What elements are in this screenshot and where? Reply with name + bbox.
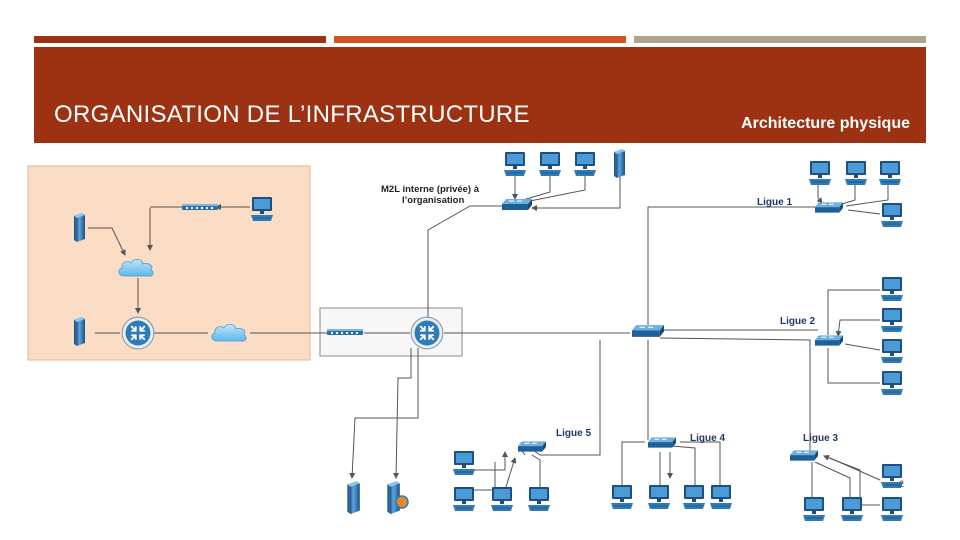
computer-icon (808, 160, 832, 186)
computer-icon (682, 484, 706, 510)
accent-stripe-3 (634, 36, 926, 43)
computer-icon (880, 338, 904, 364)
computer-icon (880, 307, 904, 333)
computer-icon (452, 450, 476, 476)
accent-stripe-2 (334, 36, 626, 43)
m2l-label-line2: l’organisation (402, 195, 464, 206)
router-icon (121, 316, 155, 350)
computer-icon (840, 496, 864, 522)
ligue-3-label: Ligue 3 (803, 433, 838, 444)
external-zone (27, 165, 311, 361)
computer-icon (503, 151, 527, 177)
switch-icon (518, 441, 546, 453)
m2l-label-line1: M2L interne (privée) à (381, 184, 480, 195)
computer-icon (880, 370, 904, 396)
computer-icon (452, 486, 476, 512)
computer-icon (527, 486, 551, 512)
ligue-1-label: Ligue 1 (757, 197, 792, 208)
ligue-5-label: Ligue 5 (556, 428, 591, 439)
router-icon (410, 316, 444, 350)
main-switch-icon (632, 325, 664, 338)
server-icon (73, 212, 86, 242)
computer-icon (878, 160, 902, 186)
server-icon (613, 148, 626, 178)
computer-icon (610, 484, 634, 510)
computer-icon (802, 496, 826, 522)
switch-icon (502, 199, 532, 211)
page-subtitle: Architecture physique (741, 115, 910, 132)
switch-icon (790, 450, 818, 462)
computer-icon (647, 484, 671, 510)
computer-icon (490, 486, 514, 512)
title-banner: ORGANISATION DE L’INFRASTRUCTURE Archite… (34, 47, 926, 143)
switch-icon (815, 202, 843, 214)
page-title: ORGANISATION DE L’INFRASTRUCTURE (54, 101, 530, 128)
server-icon (73, 316, 86, 346)
computer-icon (844, 160, 868, 186)
server-icon (346, 480, 361, 514)
computer-icon (880, 276, 904, 302)
ligue-2-label: Ligue 2 (780, 316, 815, 327)
computer-icon (538, 151, 562, 177)
page-number: 2 (899, 479, 904, 489)
computer-icon (880, 496, 904, 522)
computer-icon (573, 151, 597, 177)
connection-lines (88, 175, 889, 506)
switch-icon (648, 437, 676, 449)
ligue-4-label: Ligue 4 (690, 433, 725, 444)
hub-icon (182, 204, 218, 210)
computer-icon (880, 202, 904, 228)
switch-icon (815, 335, 843, 347)
globe-icon (395, 495, 409, 509)
computer-icon (709, 484, 733, 510)
hub-icon (327, 329, 363, 335)
accent-stripe-1 (34, 36, 326, 43)
computer-icon (250, 196, 274, 222)
